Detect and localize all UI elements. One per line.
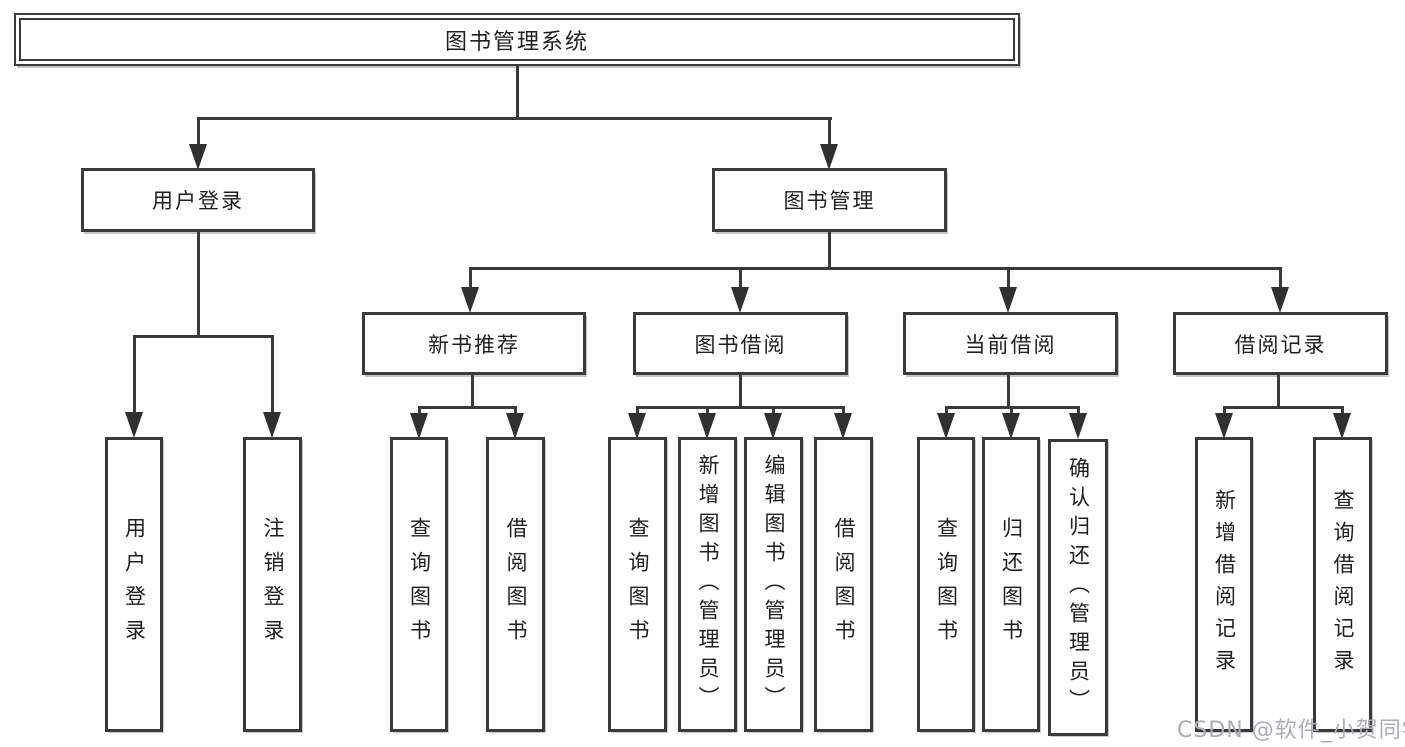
arrowhead-current-borrow [999,287,1017,313]
leaf-label: 注销登录 [261,516,285,653]
arrowhead-b1 [410,413,428,439]
connector-arm-d3 [1076,406,1080,416]
arrowhead-c3 [764,413,782,439]
leaf-label: 新增借阅记录 [1212,488,1237,681]
connector-user-login-bus [132,335,274,338]
connector-arm-user-login [196,117,200,147]
arrowhead-logout [263,412,281,438]
connector-group-c-bus [635,406,845,409]
arrowhead-d3 [1069,413,1087,439]
connector-arm-borrow-records [1278,267,1282,289]
connector-group-b-bus [417,406,517,409]
leaf-label: 借阅图书 [832,516,856,653]
leaf-label: 查询图书 [407,516,432,653]
arrowhead-d2 [1002,413,1020,439]
node-label: 图书管理系统 [444,29,589,55]
connector-arm-c2 [705,406,709,416]
leaf-edit-books-admin: 编辑图书（管理员） [744,437,803,732]
arrowhead-new-book-rec [461,287,479,313]
leaf-user-login: 用户登录 [105,437,163,732]
connector-arm-e1 [1222,406,1226,416]
arrowhead-c2 [698,413,716,439]
node-label: 当前借阅 [964,332,1057,357]
node-label: 借阅记录 [1234,332,1327,357]
leaf-query-borrow-record: 查询借阅记录 [1313,437,1372,732]
leaf-label: 归还图书 [999,516,1024,653]
leaf-label: 查询图书 [934,516,959,653]
arrowhead-e1 [1215,413,1233,439]
connector-book-mgmt-stem [827,231,831,270]
connector-level3-bus [468,267,1282,270]
connector-group-e-stem [1276,374,1280,409]
connector-arm-book-mgmt [827,117,831,147]
leaf-borrow-books: 借阅图书 [814,437,873,732]
arrowhead-borrow-records [1271,287,1289,313]
leaf-confirm-return-admin: 确认归还（管理员） [1048,439,1108,736]
node-new-book-recommendation: 新书推荐 [362,312,586,375]
connector-level2-bus [196,117,832,120]
arrowhead-login [125,412,143,438]
leaf-label: 新增图书（管理员） [696,454,720,715]
leaf-query-books-borrow: 查询图书 [608,437,667,732]
connector-root-stem [515,65,519,119]
leaf-label: 编辑图书（管理员） [762,454,786,715]
connector-arm-e2 [1340,406,1344,416]
connector-arm-new-book-rec [468,267,472,289]
leaf-add-borrow-record: 新增借阅记录 [1195,437,1253,732]
leaf-label: 确认归还（管理员） [1066,457,1091,718]
leaf-label: 借阅图书 [504,516,528,653]
arrowhead-e2 [1333,413,1351,439]
connector-arm-logout [270,335,274,415]
leaf-query-books-recommend: 查询图书 [390,437,448,732]
connector-arm-c1 [635,406,639,416]
connector-group-e-bus [1222,406,1344,409]
arrowhead-d1 [937,413,955,439]
arrowhead-book-borrow [731,287,749,313]
connector-arm-c3 [771,406,775,416]
leaf-return-books: 归还图书 [982,437,1040,732]
leaf-query-books-current: 查询图书 [917,437,975,732]
leaf-label: 查询图书 [626,516,650,653]
node-label: 新书推荐 [428,332,520,357]
arrowhead-c4 [834,413,852,439]
connector-arm-book-borrow [738,267,742,289]
arrowhead-c1 [628,413,646,439]
connector-user-login-stem [196,231,200,338]
arrowhead-user-login [189,144,207,170]
connector-arm-c4 [841,406,845,416]
node-label: 用户登录 [152,189,244,213]
node-label: 图书管理 [783,189,876,213]
leaf-add-books-admin: 新增图书（管理员） [678,437,737,732]
connector-arm-d2 [1009,406,1013,416]
node-book-management: 图书管理 [712,168,947,232]
arrowhead-book-mgmt [820,144,838,170]
connector-arm-b1 [417,406,421,416]
node-root-library-management-system: 图书管理系统 [14,13,1020,66]
connector-group-d-stem [1006,374,1010,409]
arrowhead-b2 [506,413,524,439]
node-book-borrowing: 图书借阅 [633,312,848,375]
node-user-login: 用户登录 [81,168,315,232]
leaf-label: 查询借阅记录 [1331,488,1355,681]
connector-arm-b2 [513,406,517,416]
connector-arm-current-borrow [1006,267,1010,289]
node-borrowing-records: 借阅记录 [1173,312,1388,375]
connector-group-c-stem [738,374,742,409]
leaf-label: 用户登录 [122,516,147,653]
connector-arm-d1 [944,406,948,416]
leaf-borrow-books-recommend: 借阅图书 [486,437,545,732]
node-label: 图书借阅 [694,332,787,357]
leaf-logout: 注销登录 [243,437,302,732]
connector-group-b-stem [470,374,474,409]
node-current-borrowing: 当前借阅 [903,312,1118,375]
csdn-watermark: CSDN @软件_小贺同学 [1177,718,1405,743]
connector-arm-login [132,335,136,415]
